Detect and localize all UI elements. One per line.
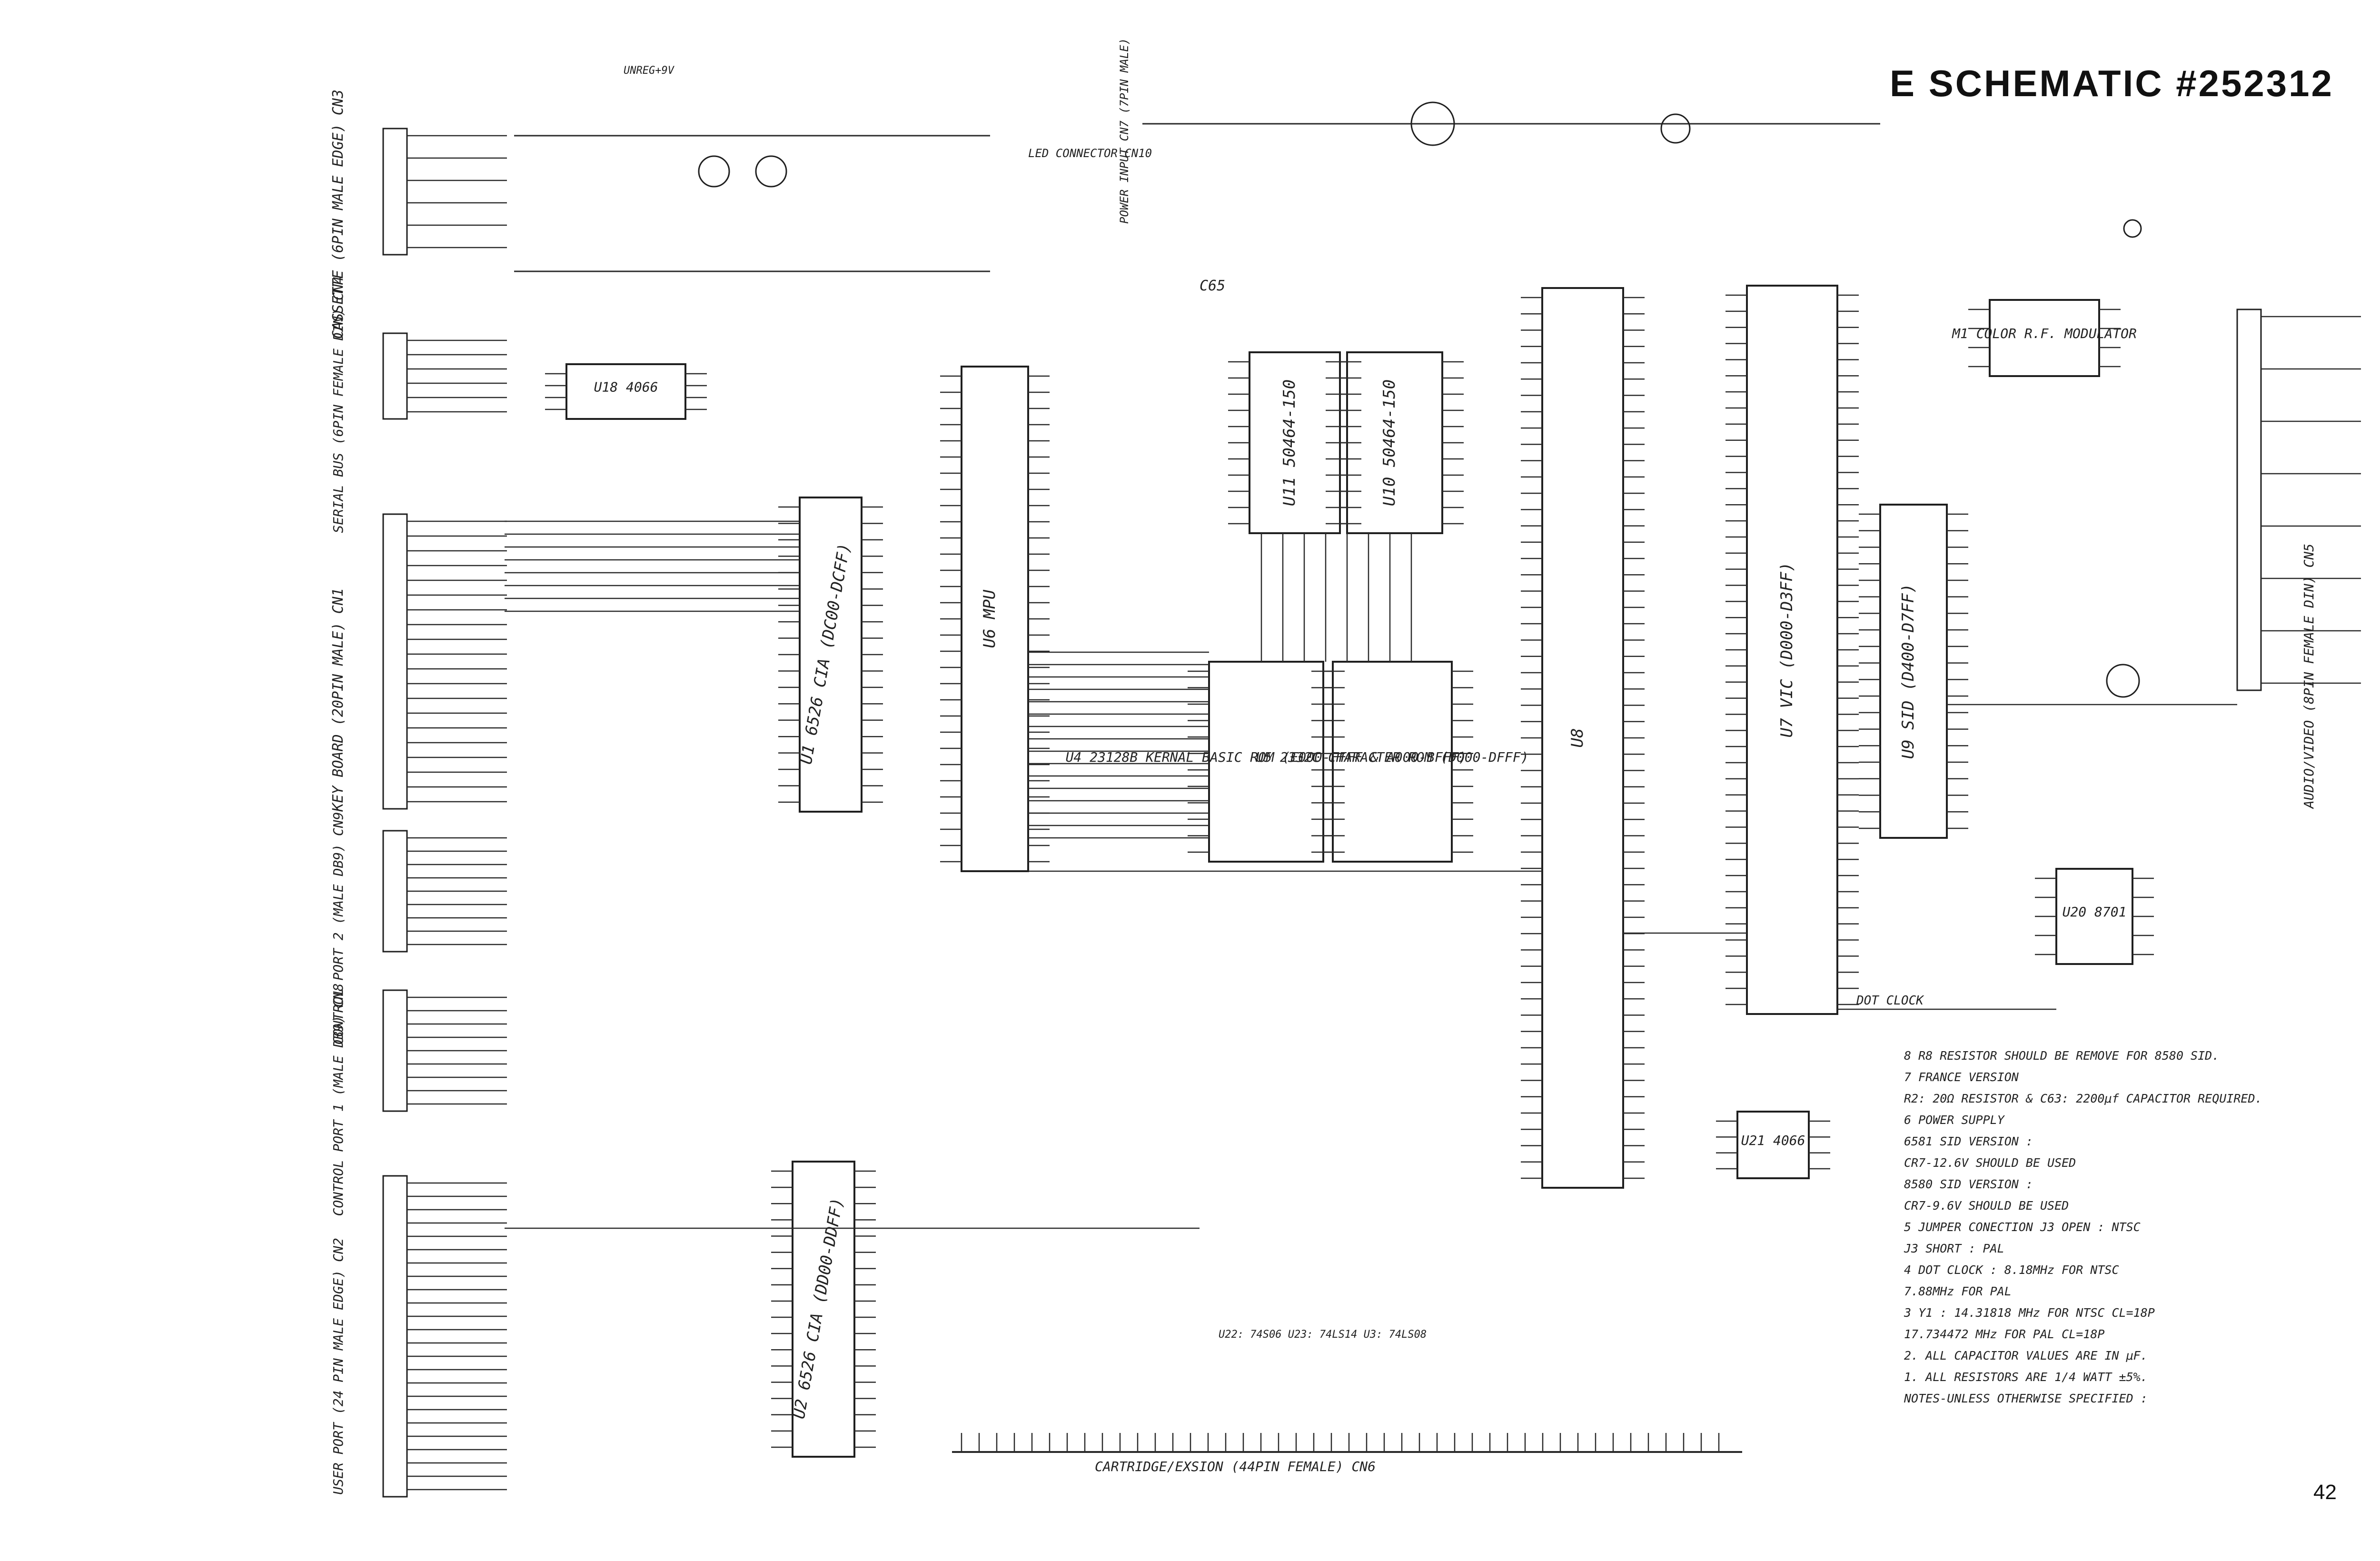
chip-u4	[1208, 661, 1324, 863]
transistor-q2	[755, 155, 787, 188]
led-connector-label: LED CONNECTOR CN10	[1028, 147, 1152, 160]
note-line: 5 JUMPER CONECTION J3 OPEN : NTSC	[1904, 1220, 2141, 1234]
note-line: R2: 20Ω RESISTOR & C63: 2200μf CAPACITOR…	[1904, 1092, 2262, 1105]
connector-label: AUDIO/VIDEO (8PIN FEMALE DIN) CN5	[2301, 544, 2317, 809]
chip-u5-label: U5 2332C CHARACTER ROM (D000-DFFF)	[1256, 749, 1528, 765]
note-line: 7 FRANCE VERSION	[1904, 1070, 2019, 1084]
chip-u7-label: U7 VIC (D000-D3FF)	[1777, 562, 1796, 737]
chip-u11-label: U11 50464-150	[1280, 379, 1299, 506]
note-line: 8580 SID VERSION :	[1904, 1177, 2033, 1191]
transistor-q3	[2106, 664, 2140, 698]
chip-u21	[1736, 1111, 1810, 1179]
chip-u9-label: U9 SID (D400-D7FF)	[1899, 584, 1918, 759]
chip-u18	[565, 363, 686, 420]
connector-label: CASSETTE (6PIN MALE EDGE) CN3	[330, 89, 347, 339]
note-line: CR7-9.6V SHOULD BE USED	[1904, 1199, 2069, 1213]
notes-block: 8 R8 RESISTOR SHOULD BE REMOVE FOR 8580 …	[1904, 1045, 2361, 1409]
c65-label: C65	[1200, 278, 1225, 294]
note-line: 7.88MHz FOR PAL	[1904, 1284, 2012, 1298]
chip-u5	[1332, 661, 1453, 863]
note-line: 2. ALL CAPACITOR VALUES ARE IN μF.	[1904, 1349, 2148, 1362]
note-line: 6 POWER SUPPLY	[1904, 1113, 2004, 1127]
transistor-q1	[698, 155, 730, 188]
note-line: 8 R8 RESISTOR SHOULD BE REMOVE FOR 8580 …	[1904, 1049, 2220, 1063]
bridge-rectifier	[1410, 101, 1455, 146]
chip-u6-label: U6 MPU	[980, 589, 999, 648]
control-port1-connector	[382, 989, 408, 1112]
note-line: 4 DOT CLOCK : 8.18MHz FOR NTSC	[1904, 1263, 2119, 1277]
chip-u21-label: U21 4066	[1741, 1133, 1805, 1148]
connector-label: KEY BOARD (20PIN MALE) CN1	[330, 588, 347, 812]
chip-m1	[1989, 299, 2100, 377]
logic-gates-label: U22: 74S06 U23: 74LS14 U3: 74LS08	[1219, 1329, 1427, 1341]
page-number: 42	[2313, 1481, 2337, 1504]
keyboard-connector	[382, 513, 408, 810]
chip-u1-label: U1 6526 CIA (DC00-DCFF)	[797, 542, 854, 766]
note-line: 17.734472 MHz FOR PAL CL=18P	[1904, 1327, 2105, 1341]
transistor-q5	[1660, 113, 1691, 144]
page-title: E SCHEMATIC #252312	[1890, 62, 2334, 104]
unreg-label: UNREG+9V	[624, 65, 675, 77]
note-line: 1. ALL RESISTORS ARE 1/4 WATT ±5%.	[1904, 1370, 2148, 1384]
cartridge-connector-label: CARTRIDGE/EXSION (44PIN FEMALE) CN6	[1095, 1459, 1376, 1474]
chip-u8-label: U8	[1568, 728, 1587, 748]
connector-label: CONTROL PORT 1 (MALE DB9) CN8	[330, 984, 346, 1216]
user-port-connector	[382, 1175, 408, 1498]
chip-u10-label: U10 50464-150	[1380, 379, 1399, 506]
note-line: J3 SHORT : PAL	[1904, 1242, 2004, 1255]
note-line: 6581 SID VERSION :	[1904, 1134, 2033, 1148]
chip-u9	[1879, 504, 1948, 839]
chip-u4-label: U4 23128B KERNAL BASIC ROM (E000-FFFF & …	[1066, 749, 1467, 765]
av-connector	[2236, 308, 2262, 691]
connector-label: SERIAL BUS (6PIN FEMALE DIN) CN4	[330, 276, 346, 533]
control-port2-connector	[382, 830, 408, 953]
connector-label: USER PORT (24 PIN MALE EDGE) CN2	[330, 1238, 346, 1494]
cassette-connector	[382, 128, 408, 256]
serial-connector	[382, 332, 408, 420]
ground-symbol	[2123, 219, 2142, 238]
note-line: NOTES-UNLESS OTHERWISE SPECIFIED :	[1904, 1392, 2148, 1405]
dot-clock-label: DOT CLOCK	[1856, 994, 1924, 1008]
chip-u2	[792, 1161, 855, 1458]
note-line: CR7-12.6V SHOULD BE USED	[1904, 1156, 2076, 1170]
chip-u18-label: U18 4066	[594, 379, 658, 395]
chip-u2-label: U2 6526 CIA (DD00-DDFF)	[790, 1196, 847, 1421]
note-line: 3 Y1 : 14.31818 MHz FOR NTSC CL=18P	[1904, 1306, 2155, 1320]
power-connector-label: POWER INPUT CN7 (7PIN MALE)	[1118, 38, 1131, 224]
chip-u20-label: U20 8701	[2063, 904, 2127, 920]
connector-label: CONTROL PORT 2 (MALE DB9) CN9	[330, 812, 346, 1045]
